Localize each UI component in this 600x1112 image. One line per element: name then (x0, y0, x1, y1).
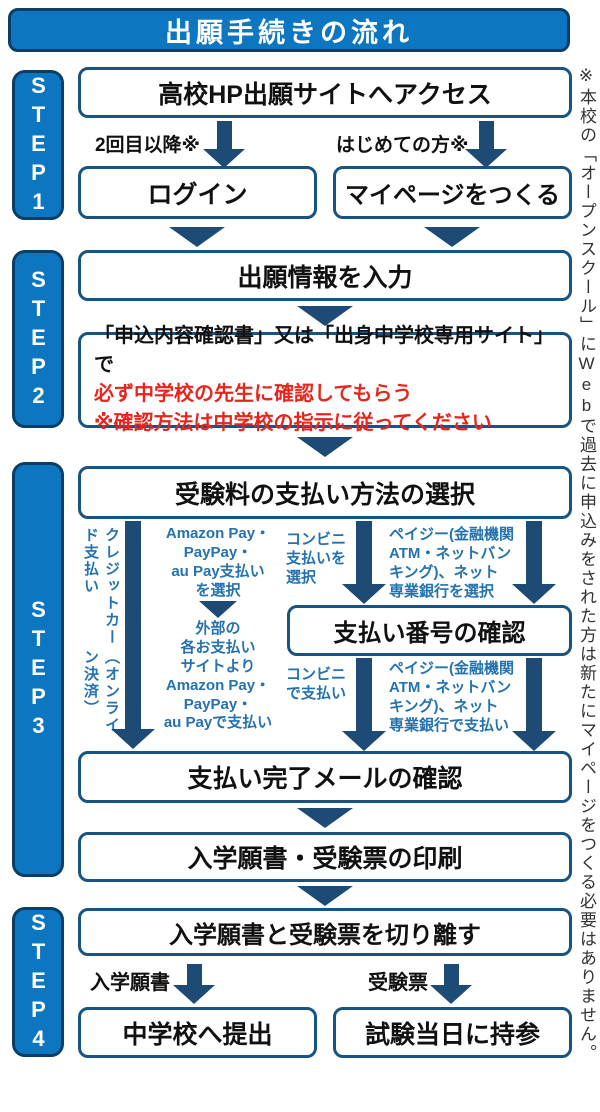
box-print-documents: 入学願書・受験票の印刷 (78, 832, 572, 882)
arrow-after-print-icon (297, 886, 353, 906)
label-exam-ticket: 受験票 (368, 972, 428, 994)
label-onlinepay-select: Amazon Pay・ PayPay・ au Pay支払い を選択 (165, 525, 271, 599)
box-submit-to-school: 中学校へ提出 (78, 1007, 317, 1058)
page-title: 出願手続きの流れ (8, 8, 570, 52)
side-note: ※本校の「オープンスクール」にWebで過去に申込みをされた方は新たにマイページを… (577, 66, 596, 1063)
box-enter-info: 出願情報を入力 (78, 250, 572, 301)
label-payeasy-pay: ペイジー(金融機関 ATM・ネットバン キング)、ネット 専業銀行で支払い (389, 660, 514, 734)
arrow-after-info-icon (297, 306, 353, 326)
arrow-to-submit-icon (173, 964, 215, 1004)
box-separate-documents: 入学願書と受験票を切り離す (78, 908, 572, 956)
arrow-onlinepay-icon (199, 601, 237, 618)
box-bring-on-exam-day: 試験当日に持参 (333, 1007, 572, 1058)
arrow-after-login-icon (169, 227, 225, 247)
arrow-after-notice-icon (297, 437, 353, 457)
label-payeasy-select: ペイジー(金融機関 ATM・ネットバン キング)、ネット 専業銀行を選択 (389, 526, 514, 600)
step2-rail: STEP2 (12, 250, 64, 428)
label-onlinepay-pay: 外部の 各お支払い サイトより Amazon Pay・ PayPay・ au P… (163, 620, 273, 732)
arrow-after-mypage-icon (424, 227, 480, 247)
credit-line1: クレジットカード支払い (82, 527, 120, 646)
step1-label: STEP1 (26, 72, 51, 218)
arrow-to-login-icon (203, 121, 245, 168)
box-create-mypage: マイページをつくる (333, 166, 572, 219)
label-returning-users: 2回目以降※ (94, 135, 200, 156)
step3-rail: STEP3 (12, 462, 64, 877)
notice-line1: 「申込内容確認書」又は「出身中学校専用サイト」で (94, 325, 554, 376)
label-convenience-pay: コンビニ で支払い (286, 666, 347, 702)
step3-label: STEP3 (26, 597, 51, 742)
arrow-payeasy-select-icon (512, 521, 556, 604)
notice-line2-red: 必ず中学校の先生に確認してもらう (94, 383, 413, 405)
label-application-form: 入学願書 (90, 972, 170, 994)
box-teacher-confirmation: 「申込内容確認書」又は「出身中学校専用サイト」で 必ず中学校の先生に確認してもら… (78, 325, 572, 434)
step4-label: STEP4 (26, 909, 51, 1055)
credit-line2: （オンライン決済） (82, 649, 120, 735)
label-convenience-select: コンビニ 支払いを 選択 (286, 531, 347, 586)
arrow-to-mypage-icon (465, 121, 507, 168)
arrow-payeasy-pay-icon (512, 658, 556, 751)
box-select-payment: 受験料の支払い方法の選択 (78, 466, 572, 519)
arrow-to-bring-icon (430, 964, 472, 1004)
box-confirm-payment-number: 支払い番号の確認 (287, 605, 572, 656)
box-confirm-mail: 支払い完了メールの確認 (78, 751, 572, 803)
step1-rail: STEP1 (12, 70, 64, 220)
notice-line3-red: ※確認方法は中学校の指示に従ってください (94, 412, 492, 434)
step2-label: STEP2 (26, 266, 51, 412)
arrow-after-mail-icon (297, 808, 353, 828)
arrow-convenience-select-icon (342, 521, 386, 604)
arrow-credit-long-icon (111, 521, 155, 749)
box-login: ログイン (78, 166, 317, 219)
label-credit-card-payment: クレジットカード支払い （オンライン決済） (79, 527, 123, 749)
step4-rail: STEP4 (12, 907, 64, 1057)
arrow-convenience-pay-icon (342, 658, 386, 751)
box-access-site: 高校HP出願サイトへアクセス (78, 67, 572, 118)
label-first-time-users: はじめての方※ (336, 135, 469, 156)
